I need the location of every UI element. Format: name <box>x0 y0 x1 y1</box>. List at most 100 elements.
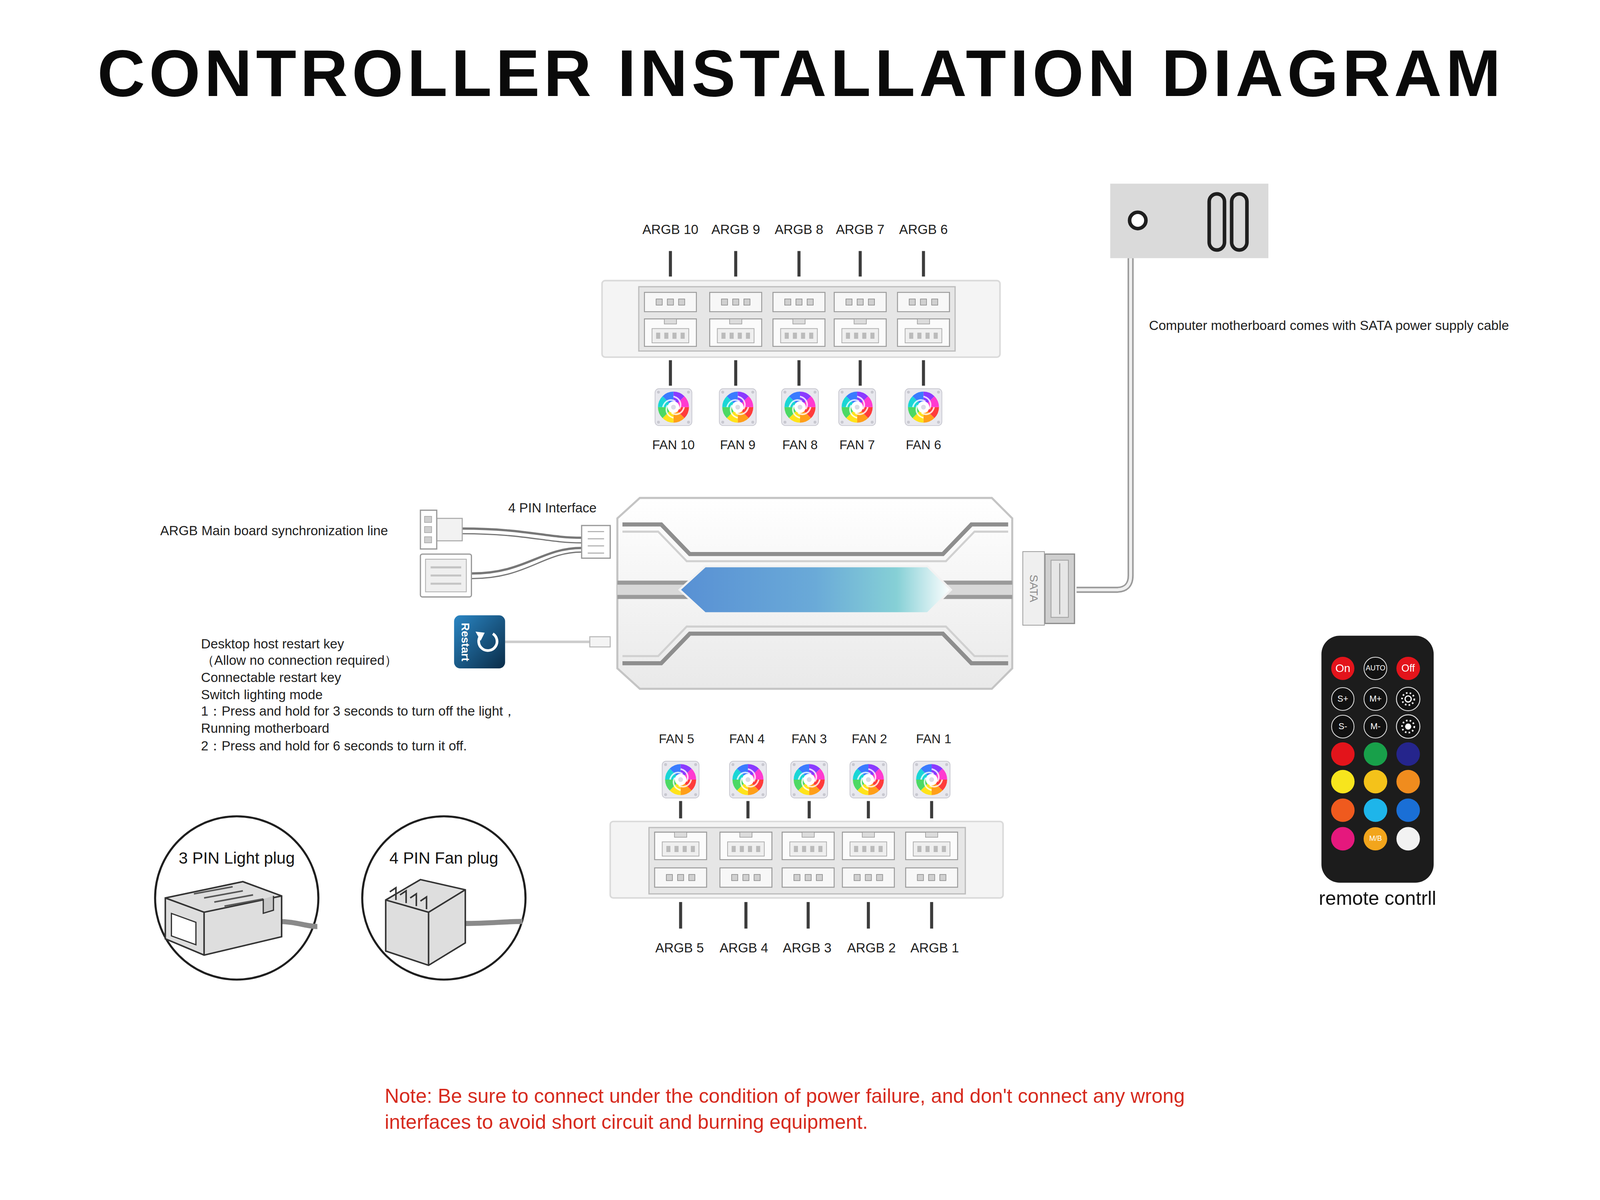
remote-control-body <box>1405 696 1412 702</box>
fan-plug-callout <box>464 921 523 924</box>
wire <box>734 360 738 386</box>
fan-label: FAN 1 <box>916 731 952 747</box>
sata-cable <box>1076 258 1131 590</box>
rgb-fan <box>850 761 887 798</box>
restart-key-note: Desktop host restart key <box>201 636 345 652</box>
controller-body <box>622 531 1008 562</box>
restart-key-note: Running motherboard <box>201 720 330 736</box>
light-plug-callout <box>171 913 196 945</box>
wire <box>668 251 672 277</box>
sync-cable <box>462 533 582 543</box>
remote-button: On <box>1331 656 1355 681</box>
wire <box>807 801 811 819</box>
wire <box>930 801 934 819</box>
argb-port-label: ARGB 9 <box>711 222 760 238</box>
fan-plug-callout <box>385 879 466 966</box>
argb-port-label: ARGB 2 <box>847 940 896 956</box>
fan-plug-callout <box>385 889 466 966</box>
fan-hub-top <box>897 292 950 312</box>
fan-hub-top <box>709 292 762 312</box>
remote-button: S+ <box>1331 687 1355 711</box>
fan-hub-bottom <box>905 832 958 860</box>
remote-control-body <box>1396 770 1420 794</box>
remote-button: M+ <box>1363 687 1388 711</box>
fan-hub-top <box>834 318 886 347</box>
node-text: Off <box>1401 663 1416 674</box>
restart-key-note: Switch lighting mode <box>201 687 323 703</box>
wire <box>806 902 810 929</box>
argb-plug <box>420 510 437 550</box>
remote-control-body <box>1405 723 1412 730</box>
power-supply <box>1110 183 1269 258</box>
fan-label: FAN 3 <box>791 731 828 747</box>
fan-label: FAN 9 <box>720 437 756 453</box>
node-text: Restart <box>459 622 471 662</box>
diagram-title: CONTROLLER INSTALLATION DIAGRAM <box>97 35 1505 112</box>
power-supply <box>1231 194 1247 250</box>
fan-hub-bottom <box>782 868 834 888</box>
restart-key <box>454 615 506 669</box>
argb-plug <box>424 536 432 543</box>
four-pin-plug <box>581 525 610 559</box>
sync-cable <box>462 528 582 538</box>
fan-hub-bottom <box>720 868 772 888</box>
fan-plug-callout <box>389 887 427 910</box>
rgb-fan <box>838 388 876 426</box>
fan-hub-top <box>644 292 697 312</box>
remote-control-body <box>1321 635 1434 883</box>
wire <box>866 801 870 819</box>
wire <box>797 360 801 386</box>
fan-hub-bottom <box>610 821 1004 898</box>
fan-hub-bottom <box>654 868 707 888</box>
fan-hub-bottom <box>720 832 772 860</box>
restart-button: Restart <box>454 615 477 669</box>
remote-control-body <box>1396 798 1420 822</box>
argb-port-label: ARGB 7 <box>836 222 885 238</box>
wire <box>744 902 748 929</box>
fan-hub-bottom <box>842 832 895 860</box>
node-text: On <box>1335 662 1350 674</box>
plug-callout: 3 PIN Light plug <box>155 816 319 980</box>
remote-control-body <box>1331 742 1355 766</box>
wire <box>734 251 738 277</box>
remote-control-body <box>1402 692 1415 706</box>
sata-connector <box>1044 554 1075 624</box>
four-pin-plug <box>581 525 610 559</box>
fan-hub-top <box>638 286 956 352</box>
argb-plug <box>436 518 463 541</box>
argb-plug <box>420 510 463 550</box>
controller-body <box>617 498 1012 689</box>
node-text: 4 PIN Fan plug <box>389 850 499 867</box>
argb-port-label: ARGB 3 <box>782 940 832 956</box>
sata-connector <box>1051 560 1069 618</box>
wire <box>922 251 926 277</box>
fan-hub-top <box>772 292 825 312</box>
argb-port-label: ARGB 10 <box>642 222 699 238</box>
fan-plug <box>430 566 462 569</box>
plug-callout: 4 PIN Fan plug <box>362 816 526 980</box>
argb-port-label: ARGB 5 <box>655 940 704 956</box>
controller-body <box>622 626 1008 656</box>
fan-hub-bottom <box>654 832 707 860</box>
remote-control-body <box>1402 720 1415 733</box>
fan-hub-bottom <box>905 868 958 888</box>
four-pin-plug <box>587 538 604 540</box>
fan-plug-callout <box>362 816 526 980</box>
rgb-fan <box>790 761 828 798</box>
node-text: M/B <box>1369 835 1382 843</box>
light-plug-callout <box>277 921 318 927</box>
sata-connector: SATA <box>1022 551 1045 626</box>
callout-text: Computer motherboard comes with SATA pow… <box>1148 318 1509 334</box>
fan-hub-top <box>602 280 1000 358</box>
fan-hub-bottom <box>648 827 966 894</box>
remote-control-body <box>1396 742 1420 766</box>
fan-plug <box>425 559 467 592</box>
sata-cable <box>1076 258 1131 590</box>
remote-control-body <box>1396 714 1420 739</box>
sata-connector <box>1059 563 1061 615</box>
wire <box>679 902 683 929</box>
argb-port-label: ARGB 4 <box>719 940 769 956</box>
fan-hub-bottom <box>610 821 1004 898</box>
fan-hub-top <box>897 318 950 347</box>
